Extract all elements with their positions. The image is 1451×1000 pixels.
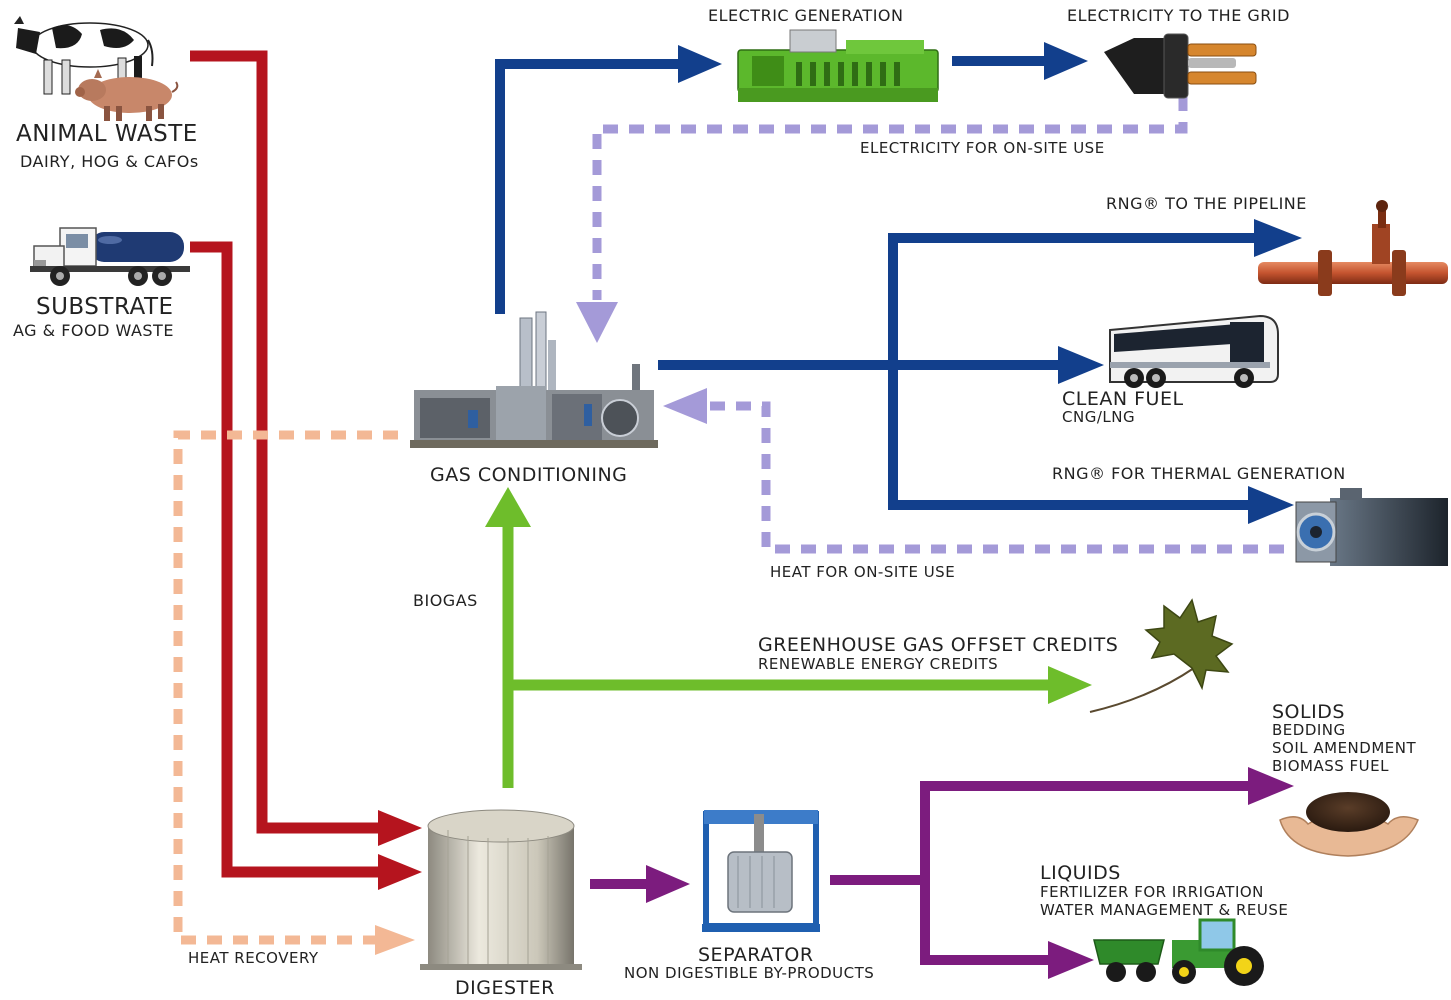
- solids-item: BEDDING: [1272, 721, 1346, 739]
- liquids-title: LIQUIDS: [1040, 862, 1121, 884]
- animal-waste-title: ANIMAL WASTE: [16, 121, 198, 147]
- heat-recovery-arrowhead: [375, 925, 415, 955]
- ghg-credits-subtitle: RENEWABLE ENERGY CREDITS: [758, 655, 999, 673]
- substrate-arrowhead: [378, 854, 422, 890]
- generator-icon: [737, 29, 939, 102]
- liquids-item: WATER MANAGEMENT & REUSE: [1040, 901, 1289, 919]
- heat-onsite-arrowhead: [663, 388, 707, 424]
- pipeline-valve-icon: [1258, 200, 1448, 296]
- animal-waste-line: [190, 50, 380, 834]
- boiler-icon: [1295, 488, 1448, 566]
- fuel-arrowhead: [1058, 346, 1104, 384]
- clean-fuel-subtitle: CNG/LNG: [1062, 408, 1136, 426]
- heat-recovery-line: [173, 430, 398, 945]
- tanker-truck-icon: [30, 227, 190, 286]
- feedstock-flows: [190, 50, 380, 878]
- pipeline-arrowhead: [1254, 219, 1302, 257]
- liquids-item: FERTILIZER FOR IRRIGATION: [1040, 883, 1264, 901]
- separator-title: SEPARATOR: [698, 944, 814, 966]
- gen-feed-line: [495, 59, 680, 314]
- gas-conditioning-plant-icon: [410, 311, 658, 448]
- solids-arrowhead: [1248, 767, 1294, 805]
- liquids-arrowhead: [1048, 941, 1094, 979]
- separator-trunk-line: [830, 781, 1250, 885]
- liquids-line: [920, 880, 1050, 965]
- digester-tank-icon: [420, 809, 582, 970]
- substrate-line: [190, 241, 380, 878]
- electricity-onsite-arrowhead: [576, 302, 618, 343]
- clean-fuel-title: CLEAN FUEL: [1062, 388, 1184, 410]
- heat-recovery-label: HEAT RECOVERY: [188, 949, 319, 967]
- tractor-with-cart-icon: [1093, 918, 1264, 986]
- electricity-onsite-label: ELECTRICITY FOR ON-SITE USE: [860, 139, 1105, 157]
- grid-arrowhead: [1044, 42, 1088, 80]
- solids-item: SOIL AMENDMENT: [1272, 739, 1417, 757]
- thermal-arrowhead: [1248, 486, 1294, 524]
- solids-title: SOLIDS: [1272, 701, 1345, 723]
- solids-item: BIOMASS FUEL: [1272, 757, 1389, 775]
- substrate-subtitle: AG & FOOD WASTE: [13, 321, 174, 340]
- substrate-title: SUBSTRATE: [36, 294, 174, 320]
- biogas-arrowhead: [485, 487, 531, 527]
- gas-conditioning-label: GAS CONDITIONING: [430, 464, 628, 486]
- animal-waste-arrowhead: [378, 810, 422, 846]
- rng-trunk-line: [888, 233, 1256, 510]
- biogas-label: BIOGAS: [413, 591, 478, 610]
- electric-generation-label: ELECTRIC GENERATION: [708, 6, 904, 25]
- maple-leaf-icon: [1089, 598, 1234, 713]
- credits-arrowhead: [1048, 666, 1092, 704]
- power-plug-icon: [1104, 33, 1257, 99]
- heat-onsite-label: HEAT FOR ON-SITE USE: [770, 563, 956, 581]
- separator-arrowhead: [646, 865, 690, 903]
- animal-waste-subtitle: DAIRY, HOG & CAFOs: [20, 152, 199, 171]
- rng-pipeline-label: RNG® TO THE PIPELINE: [1106, 194, 1307, 213]
- digester-label: DIGESTER: [455, 977, 555, 999]
- cow-icon: [14, 16, 154, 95]
- separator-press-icon: [702, 810, 820, 932]
- ghg-credits-title: GREENHOUSE GAS OFFSET CREDITS: [758, 634, 1119, 656]
- soil-hands-icon: [1279, 792, 1419, 857]
- electricity-onsite-line: [592, 96, 1188, 300]
- electricity-grid-label: ELECTRICITY TO THE GRID: [1067, 6, 1290, 25]
- gen-arrowhead: [678, 45, 722, 83]
- pig-icon: [75, 69, 179, 121]
- rng-thermal-label: RNG® FOR THERMAL GENERATION: [1052, 464, 1346, 483]
- bus-icon: [1109, 314, 1279, 388]
- separator-subtitle: NON DIGESTIBLE BY-PRODUCTS: [624, 964, 875, 982]
